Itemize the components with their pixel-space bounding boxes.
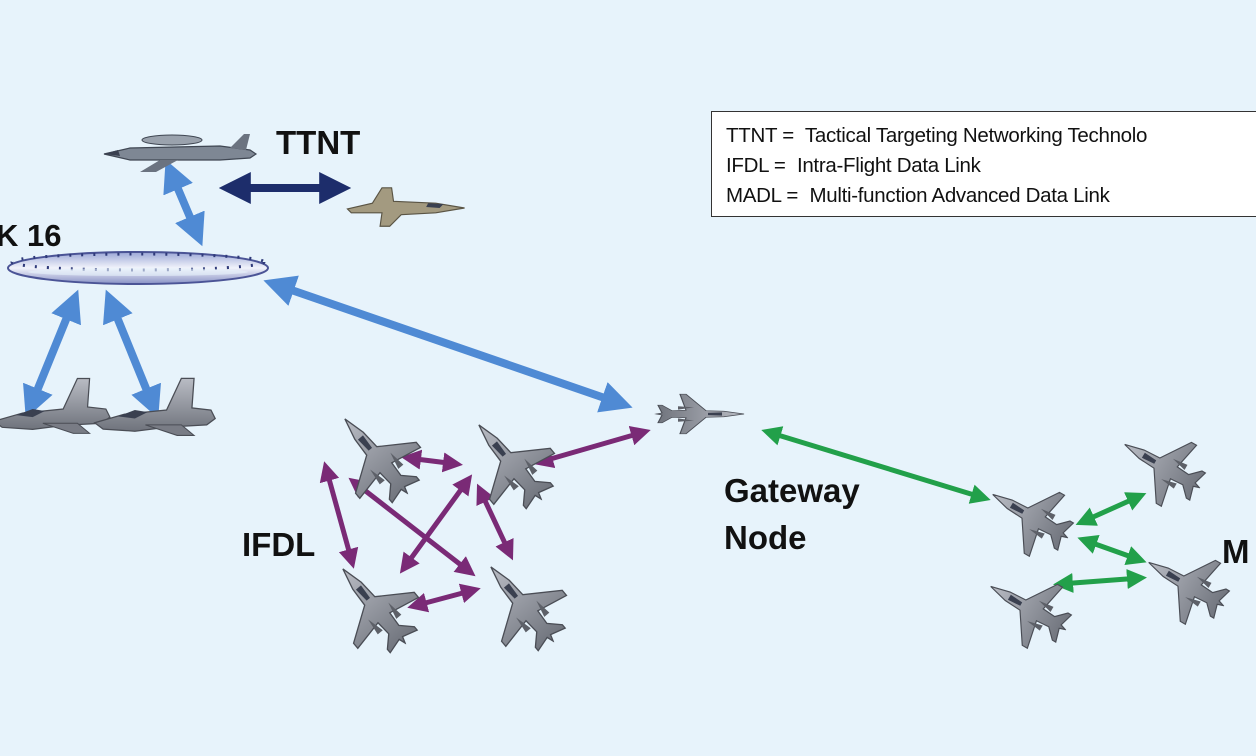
gateway-fighter-icon [655, 393, 745, 435]
fighter-jet-icon [447, 398, 573, 526]
link16-ring-icon [7, 251, 269, 285]
link16-arrows [23, 159, 633, 419]
hornet-fighter-icon [346, 187, 466, 227]
fighter-jet-icon [972, 555, 1084, 661]
awacs-aircraft-icon [103, 133, 257, 173]
legend-row-ifdl: IFDL = Intra-Flight Data Link [726, 151, 1256, 181]
madl-arrows [761, 426, 1147, 593]
legend-row-madl: MADL = Multi-function Advanced Data Link [726, 181, 1256, 211]
madl-label: M [1222, 533, 1250, 570]
arrow-ring-jet1 [23, 289, 81, 419]
legend-row-ttnt: TTNT = Tactical Targeting Networking Tec… [726, 121, 1256, 151]
legend-box: TTNT = Tactical Targeting Networking Tec… [711, 111, 1256, 217]
fighter-jet-icon [459, 540, 585, 668]
madl-fighter-group [972, 413, 1242, 661]
legend-abbr: MADL = [726, 184, 799, 207]
legend-text: Tactical Targeting Networking Technolo [804, 124, 1148, 147]
arrow-ring-gateway [263, 275, 633, 413]
arrow-awacs-ring [163, 159, 205, 247]
link16-label: K 16 [0, 218, 61, 253]
ifdl-label: IFDL [242, 526, 315, 563]
legend-abbr: TTNT = [726, 124, 794, 147]
legend-abbr: IFDL = [726, 154, 786, 177]
legend-text: Intra-Flight Data Link [796, 154, 981, 177]
arrow-ring-jet2 [103, 289, 161, 419]
ifdl-fighter-group [311, 392, 585, 670]
fighter-jet-icon [974, 463, 1086, 569]
fighter-jet-icon [0, 377, 111, 435]
gateway-label-line1: Gateway [724, 472, 860, 509]
ttnt-label: TTNT [276, 124, 360, 161]
ifdl-arrows [319, 425, 651, 613]
legend-text: Multi-function Advanced Data Link [809, 184, 1110, 207]
gateway-label-line2: Node [724, 519, 807, 556]
